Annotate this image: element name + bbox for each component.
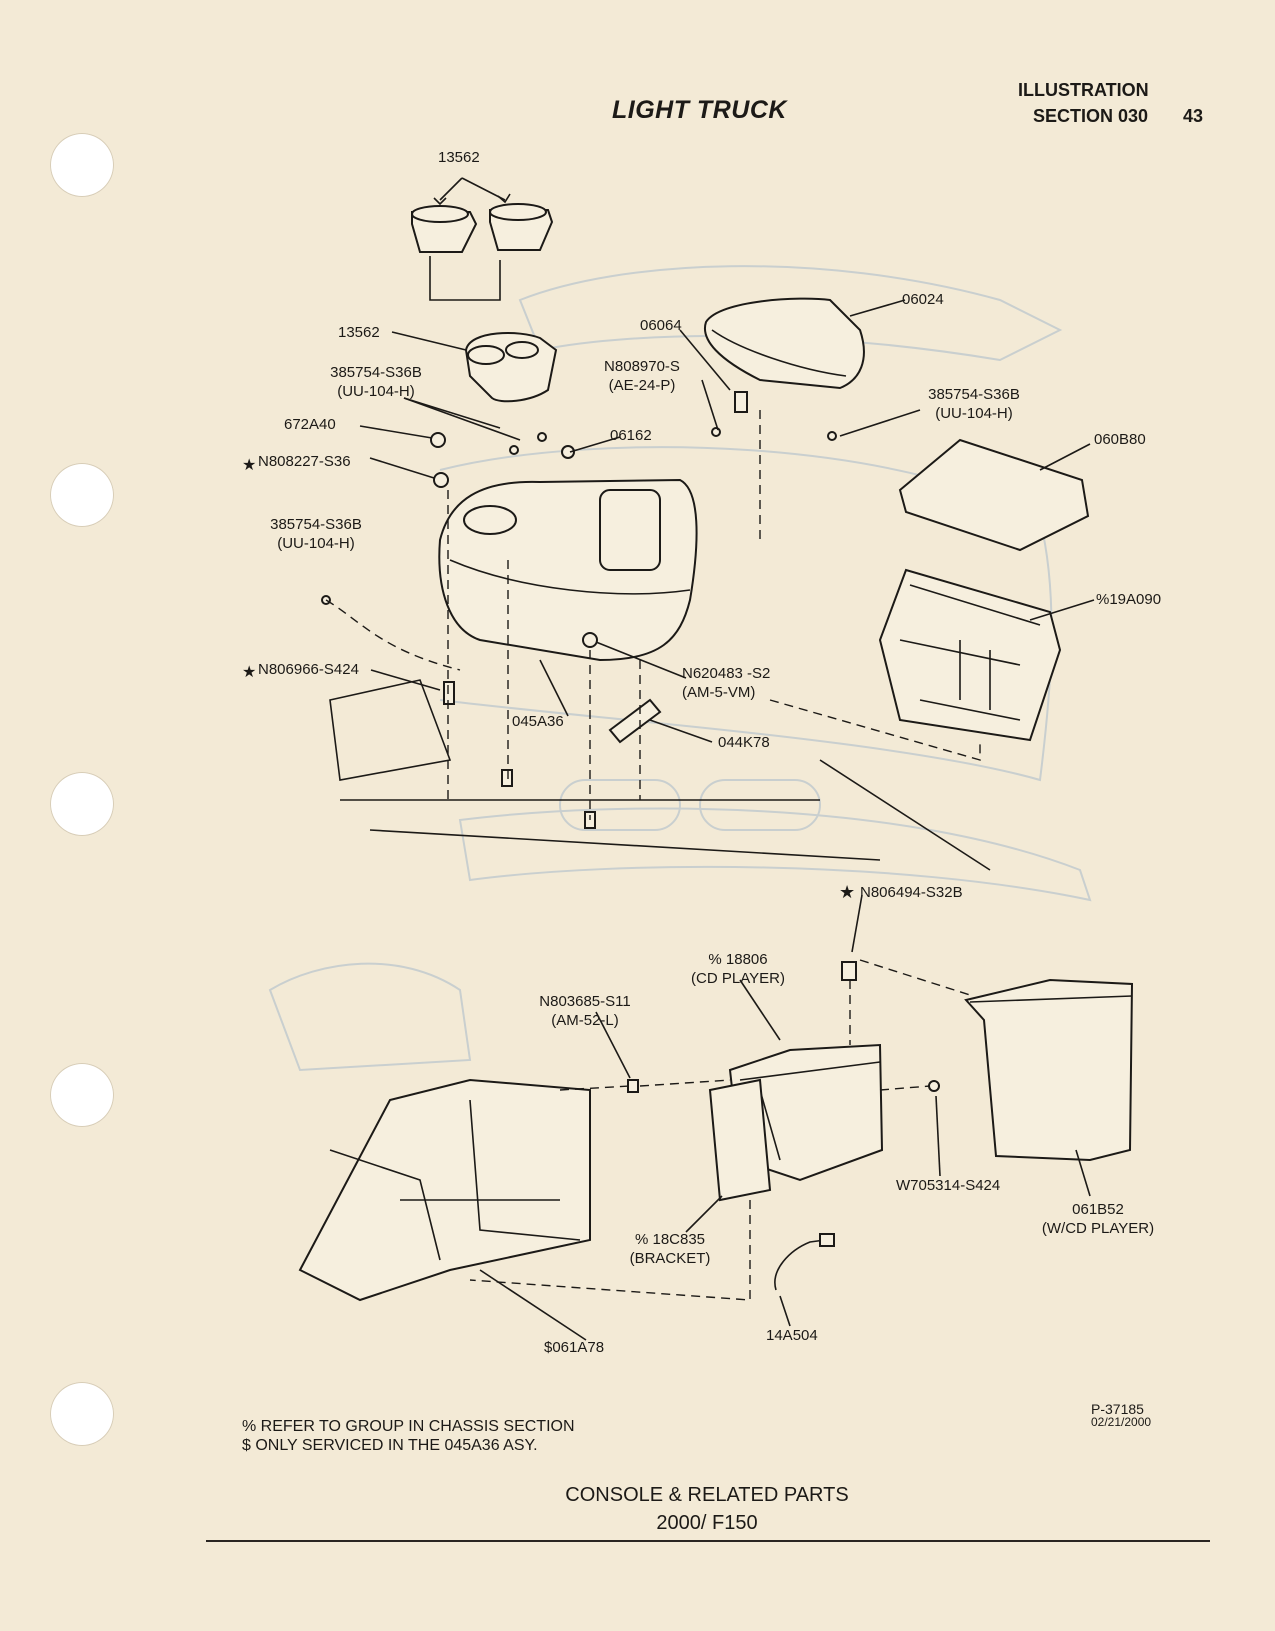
part-label: N806966-S424 (258, 661, 359, 678)
part-label: $061A78 (544, 1339, 605, 1356)
figure-caption: CONSOLE & RELATED PARTS (565, 1484, 849, 1506)
binder-hole (50, 1382, 114, 1446)
part-label: % 18806 (708, 951, 768, 968)
section-label: SECTION 030 (1033, 106, 1149, 126)
part-label: 385754-S36B (928, 386, 1020, 403)
floor-outline (329, 679, 991, 871)
star-marker: ★ ★ ★ (242, 457, 855, 902)
part-label: %19A090 (1096, 591, 1162, 608)
part-label: 06024 (902, 291, 944, 308)
binder-hole (50, 772, 114, 836)
leader-line (429, 256, 501, 301)
console-base (298, 1078, 591, 1302)
part-label: N808227-S36 (258, 453, 351, 470)
bottom-rule (206, 1540, 1210, 1542)
drawing-number: P-37185 (1091, 1401, 1144, 1417)
leader-lines-lower (469, 894, 1091, 1341)
leader-lines-upper (359, 299, 1095, 743)
drawing-date: 02/21/2000 (1091, 1415, 1152, 1429)
binder-hole (50, 1063, 114, 1127)
part-label: 045A36 (512, 713, 564, 730)
part-label: N803685-S11 (539, 993, 631, 1010)
part-label: 060B80 (1094, 431, 1146, 448)
part-label: N620483 -S2 (682, 665, 771, 682)
part-label: (W/CD PLAYER) (1041, 1220, 1155, 1237)
part-label: (UU-104-H) (935, 405, 1013, 422)
part-label: 044K78 (718, 734, 770, 751)
bracket (708, 1078, 772, 1202)
storage-bin (878, 568, 1062, 742)
part-label: 13562 (338, 324, 380, 341)
part-label: 06162 (610, 427, 652, 444)
part-label: 672A40 (284, 416, 336, 433)
part-label: 385754-S36B (270, 516, 362, 533)
wiring-harness (774, 1233, 835, 1291)
armrest-lid (703, 297, 865, 390)
part-label: 13562 (438, 149, 480, 166)
part-label: 385754-S36B (330, 364, 422, 381)
page-number: 43 (1183, 106, 1204, 126)
part-label: (UU-104-H) (337, 383, 415, 400)
part-label: % 18C835 (634, 1231, 706, 1248)
part-label: (AE-24-P) (608, 377, 676, 394)
lower-fasteners (627, 961, 940, 1093)
figure-model: 2000/ F150 (656, 1512, 758, 1534)
part-label: N806494-S32B (860, 884, 963, 901)
part-label: 06064 (640, 317, 682, 334)
binder-hole (50, 133, 114, 197)
console-body (438, 478, 698, 662)
footnote-dollar: $ ONLY SERVICED IN THE 045A36 ASY. (242, 1437, 538, 1454)
cup-holder-pair (411, 177, 554, 253)
part-label: N808970-S (604, 358, 680, 375)
part-label: 14A504 (766, 1327, 818, 1344)
console-cover (964, 978, 1134, 1162)
console-handle (608, 698, 662, 744)
page-title: LIGHT TRUCK (612, 96, 787, 124)
svg-text:★: ★ (242, 457, 256, 474)
part-label: (AM-5-VM) (682, 684, 756, 701)
storage-pad (898, 438, 1090, 552)
part-label: (CD PLAYER) (691, 970, 785, 987)
binder-hole (50, 463, 114, 527)
part-label: (AM-52-L) (551, 1012, 619, 1029)
part-label: (UU-104-H) (277, 535, 355, 552)
part-label: W705314-S424 (896, 1177, 1001, 1194)
lid-latch (734, 391, 748, 413)
part-label: (BRACKET) (629, 1250, 711, 1267)
footnote-percent: % REFER TO GROUP IN CHASSIS SECTION (242, 1418, 575, 1435)
part-label: 061B52 (1072, 1201, 1124, 1218)
cup-holder-insert (464, 332, 558, 403)
alignment-lines (325, 410, 981, 820)
illustration-label: ILLUSTRATION (1018, 80, 1149, 100)
svg-text:★: ★ (839, 882, 855, 902)
svg-text:★: ★ (242, 664, 256, 681)
